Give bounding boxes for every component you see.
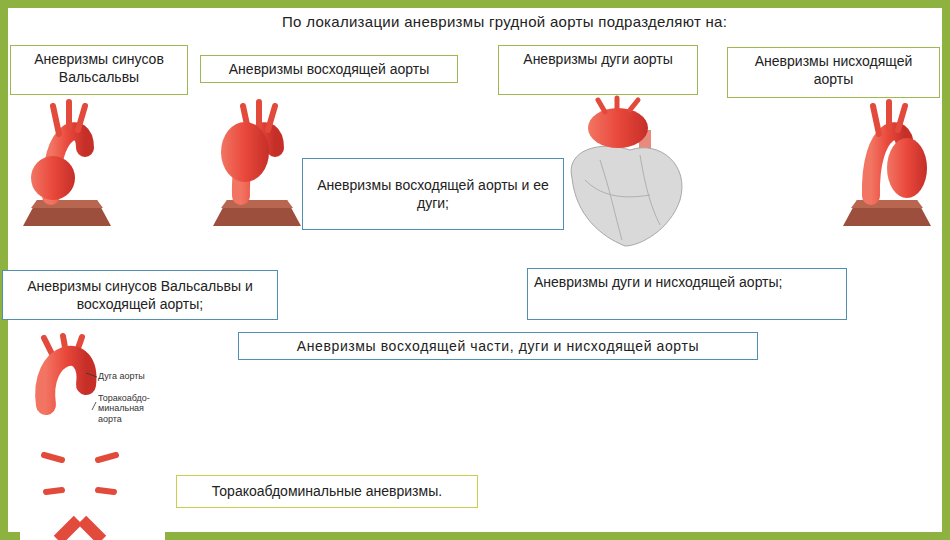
sinus-aneurysm-figure	[23, 102, 111, 268]
category-box: Аневризмы синусов Вальсальвы и восходяще…	[2, 270, 278, 320]
category-box: Аневризмы дуги и нисходящей аорты;	[527, 268, 847, 320]
descending-aneurysm-figure	[843, 102, 931, 268]
leader-line	[92, 402, 96, 410]
category-box: Аневризмы восходящей аорты и ее дуги;	[302, 158, 564, 230]
category-box: Торакоабдоминальные аневризмы.	[176, 475, 478, 508]
box-text: Аневризмы восходящей аорты и ее дуги;	[309, 176, 557, 212]
category-box: Аневризмы восходящей части, дуги и нисхо…	[238, 332, 758, 360]
category-box: Аневризмы дуги аорты	[498, 45, 698, 95]
box-text: Торакоабдоминальные аневризмы.	[183, 482, 471, 500]
box-text: Аневризмы нисходящей аорты	[734, 52, 933, 88]
arch-aneurysm-figure	[571, 98, 682, 246]
box-text: Аневризмы дуги аорты	[505, 50, 691, 68]
box-text: Аневризмы дуги и нисходящей аорты;	[534, 273, 840, 291]
box-text: Аневризмы восходящей части, дуги и нисхо…	[245, 337, 751, 355]
ascending-aneurysm-figure	[213, 102, 301, 268]
category-box: Аневризмы синусов Вальсальвы	[10, 45, 188, 95]
category-box: Аневризмы восходящей аорты	[200, 55, 458, 83]
category-box: Аневризмы нисходящей аорты	[727, 47, 940, 98]
box-text: Аневризмы синусов Вальсальвы и восходяще…	[9, 277, 271, 313]
leader-line	[86, 373, 97, 377]
thoracoabdominal-figure	[44, 336, 116, 540]
box-text: Аневризмы синусов Вальсальвы	[17, 50, 181, 86]
part-label: Торакоабдо- минальная аорта	[98, 393, 162, 424]
title: По локализации аневризмы грудной аорты п…	[282, 13, 727, 30]
part-label: Дуга аорты	[98, 371, 162, 381]
box-text: Аневризмы восходящей аорты	[207, 60, 451, 78]
